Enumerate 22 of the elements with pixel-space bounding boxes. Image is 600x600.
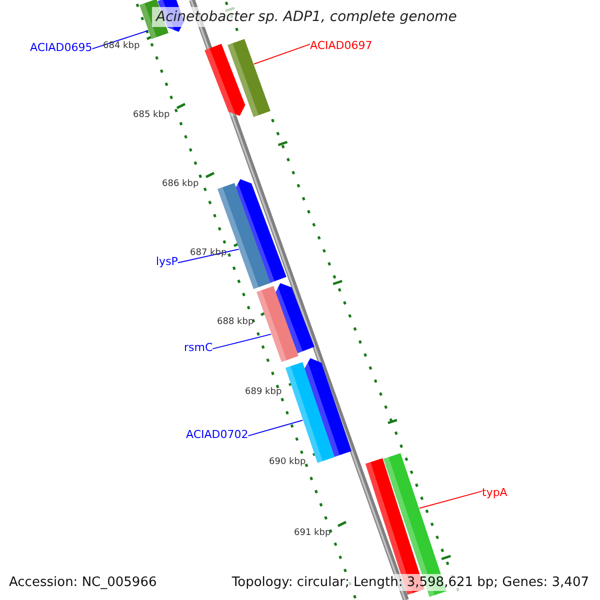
tick-label: 689 kbp — [245, 387, 282, 398]
gene-label: ACIAD0702 — [186, 428, 248, 441]
tick-label: 691 kbp — [294, 528, 331, 539]
leader-line — [92, 30, 149, 50]
gene-label: typA — [482, 486, 508, 499]
footer-note: Topology: circular; Length: 3,598,621 bp; Genes: 3,407 — [230, 574, 590, 591]
gene-label: ACIAD0697 — [310, 39, 372, 52]
tick-label: 686 kbp — [162, 179, 199, 190]
gene-label: rsmC — [184, 341, 213, 354]
gene-bar — [256, 286, 298, 362]
gene-label: ACIAD0695 — [30, 41, 92, 54]
tick-label: 685 kbp — [133, 110, 170, 121]
tick-label: 688 kbp — [217, 317, 254, 328]
footer-note: Accession: NC_005966 — [8, 574, 158, 591]
tick-label: 684 kbp — [103, 41, 140, 52]
leader-line — [254, 44, 310, 64]
leader-line — [248, 420, 304, 436]
gene-label: lysP — [156, 255, 178, 268]
tick-label: 690 kbp — [269, 457, 306, 468]
leader-line — [212, 334, 272, 350]
leader-line — [418, 490, 482, 509]
gene-bar — [228, 38, 270, 118]
